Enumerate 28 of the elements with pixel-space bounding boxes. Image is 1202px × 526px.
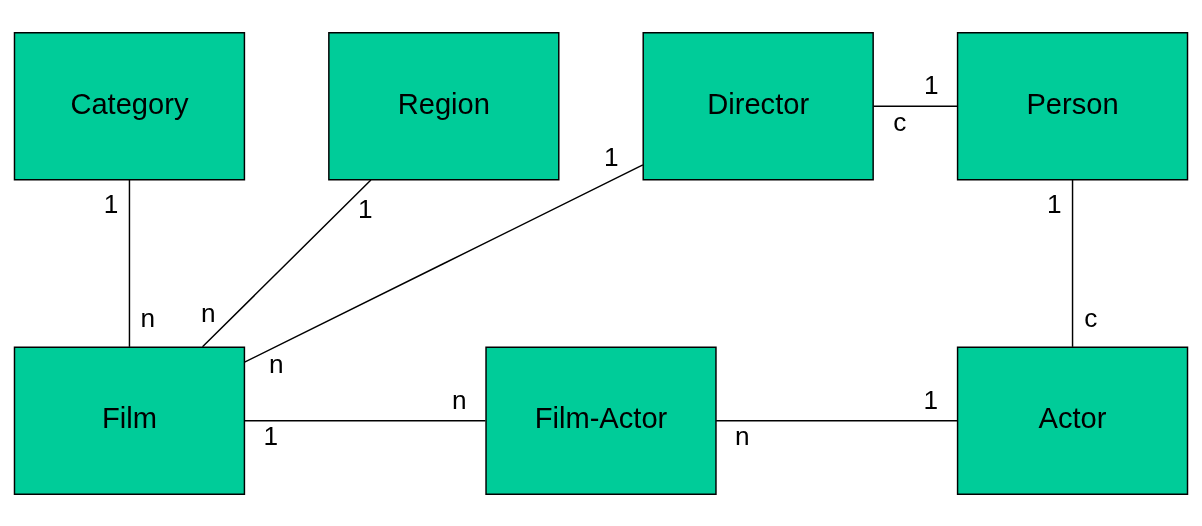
node-box: Category (13, 31, 246, 181)
connector (201, 178, 372, 348)
label: 1 (603, 141, 619, 172)
label: 1 (923, 384, 939, 415)
node-box: Film-Actor (485, 345, 717, 495)
connector (128, 178, 131, 348)
node-box: Person (956, 31, 1189, 181)
label: 1 (103, 188, 119, 219)
label: c (893, 106, 907, 137)
label: 1 (357, 193, 373, 224)
connector (1071, 178, 1074, 348)
connector (243, 419, 487, 421)
node-box: Region (328, 31, 560, 181)
node-box: Actor (956, 345, 1189, 495)
label: c (1084, 302, 1098, 333)
connector (872, 105, 959, 107)
label: n (735, 420, 750, 451)
label: 1 (263, 420, 279, 451)
connector (243, 163, 644, 363)
label: 1 (924, 69, 939, 100)
connector (715, 419, 958, 421)
label: 1 (1046, 188, 1062, 219)
node-box: Film (13, 345, 246, 495)
label: n (140, 302, 156, 333)
label: n (200, 297, 216, 328)
label: n (451, 384, 467, 415)
label: n (268, 348, 284, 379)
node-box: Director (642, 31, 874, 181)
